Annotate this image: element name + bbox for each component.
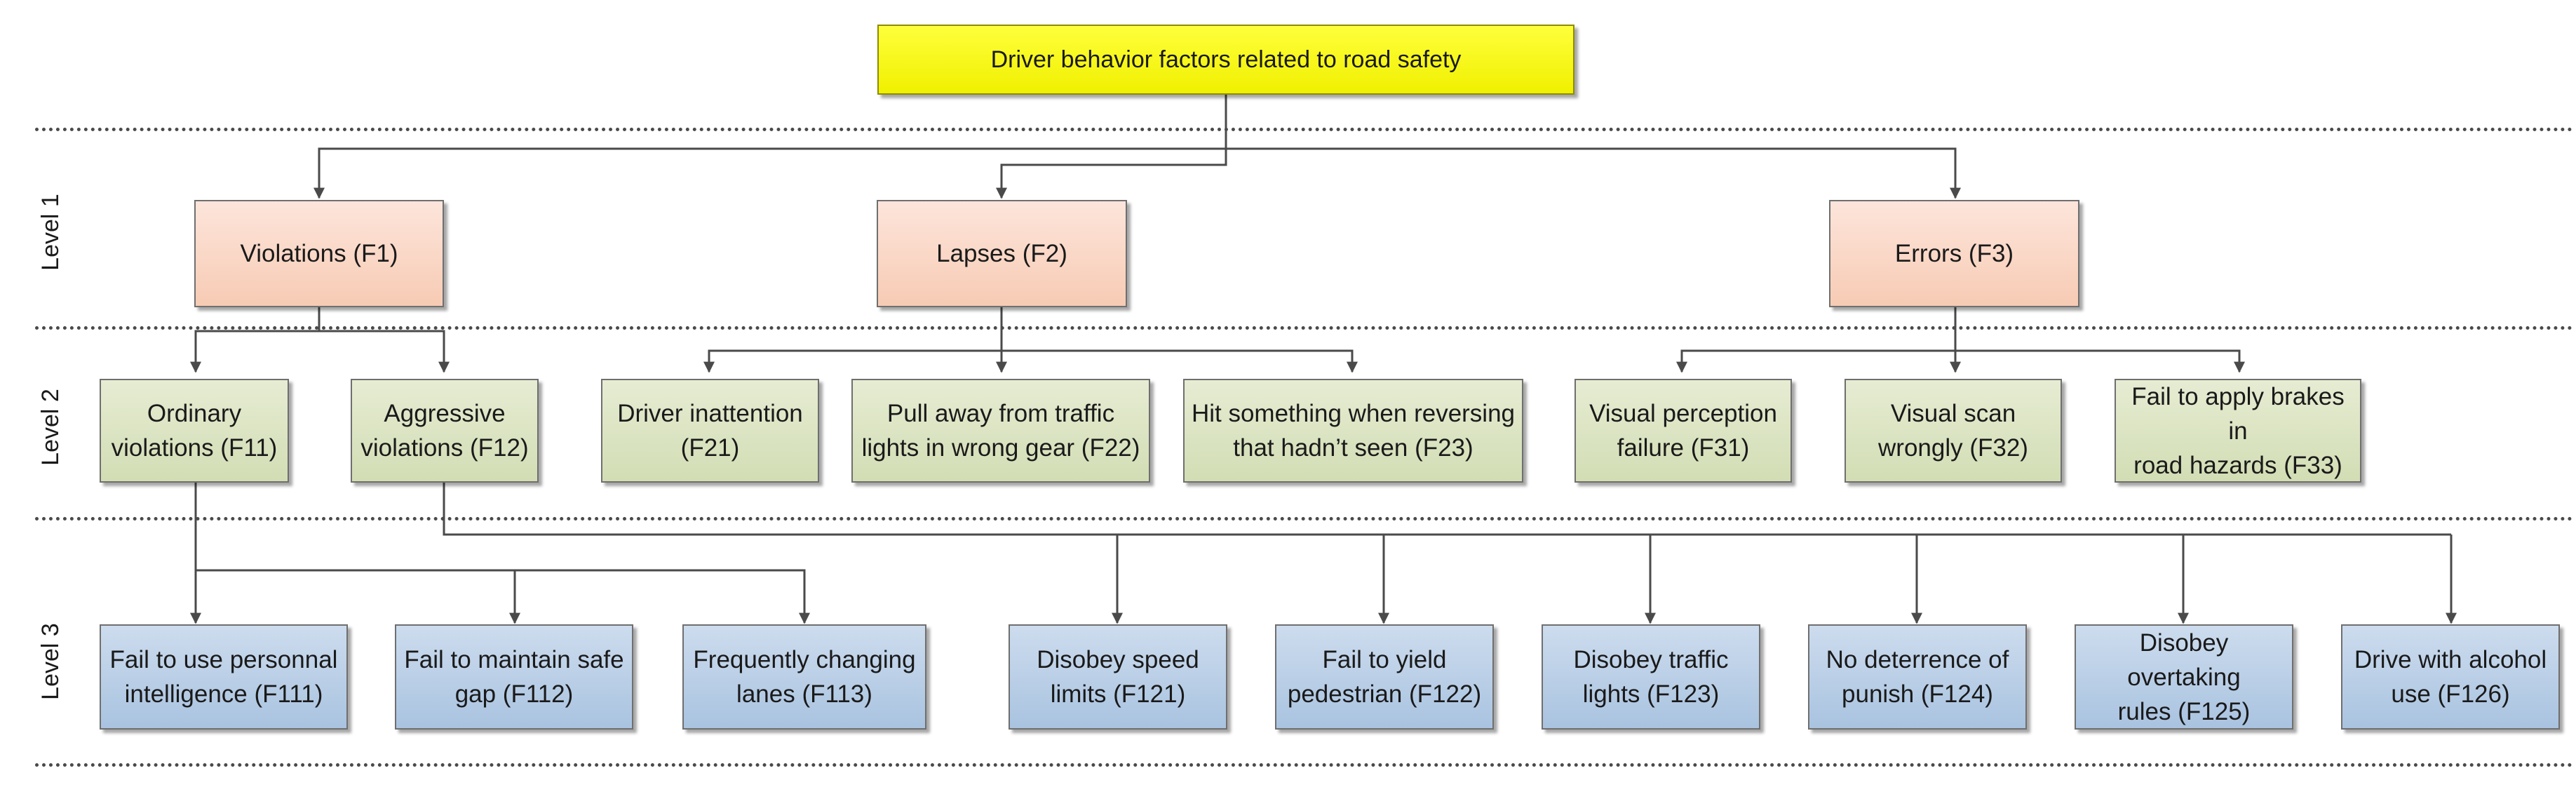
node-f122: Fail to yield pedestrian (F122) [1275, 624, 1494, 730]
connector-root-f1 [313, 95, 1227, 199]
node-f121: Disobey speed limits (F121) [1009, 624, 1227, 730]
node-f125: Disobey overtaking rules (F125) [2075, 624, 2293, 730]
node-f111: Fail to use personnal intelligence (F111… [100, 624, 348, 730]
divider-level1-level2 [35, 326, 2574, 330]
level-label-2: Level 2 [37, 389, 64, 466]
connector-f3-f33 [1955, 349, 2245, 373]
node-f2: Lapses (F2) [877, 200, 1127, 307]
node-f113: Frequently changing lanes (F113) [682, 624, 926, 730]
connector-f2-f21 [703, 307, 1003, 373]
node-f112: Fail to maintain safe gap (F112) [395, 624, 633, 730]
connector-f1-f12 [319, 330, 450, 373]
node-f12: Aggressive violations (F12) [351, 379, 539, 483]
node-f21: Driver inattention (F21) [601, 379, 819, 483]
node-f1: Violations (F1) [194, 200, 444, 307]
node-f124: No deterrence of punish (F124) [1808, 624, 2027, 730]
node-f3: Errors (F3) [1829, 200, 2079, 307]
divider-bottom [35, 763, 2574, 767]
connector-f2-f23 [1002, 349, 1358, 373]
node-f23: Hit something when reversing that hadn’t… [1183, 379, 1523, 483]
node-f126: Drive with alcohol use (F126) [2341, 624, 2560, 730]
connector-f3-f31 [1676, 307, 1957, 373]
divider-top [35, 128, 2574, 131]
node-f22: Pull away from traffic lights in wrong g… [851, 379, 1150, 483]
node-f11: Ordinary violations (F11) [100, 379, 289, 483]
node-f31: Visual perception failure (F31) [1574, 379, 1792, 483]
connector-root-f2 [996, 149, 1227, 199]
divider-level2-level3 [35, 517, 2574, 521]
connector-root-f3 [1226, 147, 1961, 199]
level-label-1: Level 1 [37, 194, 64, 271]
connector-f11-f112 [196, 569, 520, 624]
node-f123: Disobey traffic lights (F123) [1542, 624, 1760, 730]
connector-f11-f113 [515, 569, 810, 624]
node-f32: Visual scan wrongly (F32) [1845, 379, 2062, 483]
connector-f12-bus [443, 483, 2451, 536]
connector-f1-f11 [190, 307, 321, 373]
level-label-3: Level 3 [37, 623, 64, 700]
root-node: Driver behavior factors related to road … [877, 25, 1574, 95]
node-f33: Fail to apply brakes in road hazards (F3… [2115, 379, 2361, 483]
